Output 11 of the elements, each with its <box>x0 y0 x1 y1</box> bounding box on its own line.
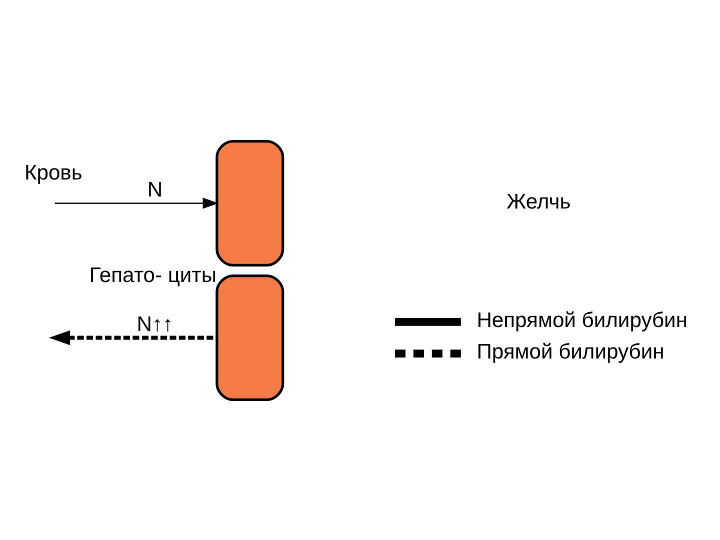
arrow <box>54 197 219 208</box>
edge-label: N↑↑ <box>136 312 174 336</box>
label: Желчь <box>506 190 571 213</box>
node-box <box>216 274 284 401</box>
node-label: Гепато- циты <box>89 264 217 287</box>
arrow <box>48 330 217 345</box>
edge-label: N <box>147 178 163 201</box>
label: Кровь <box>24 160 82 184</box>
legend-label: Прямой билирубин <box>476 340 664 364</box>
legend-label: Непрямой билирубин <box>476 308 688 332</box>
node-box <box>216 139 284 266</box>
